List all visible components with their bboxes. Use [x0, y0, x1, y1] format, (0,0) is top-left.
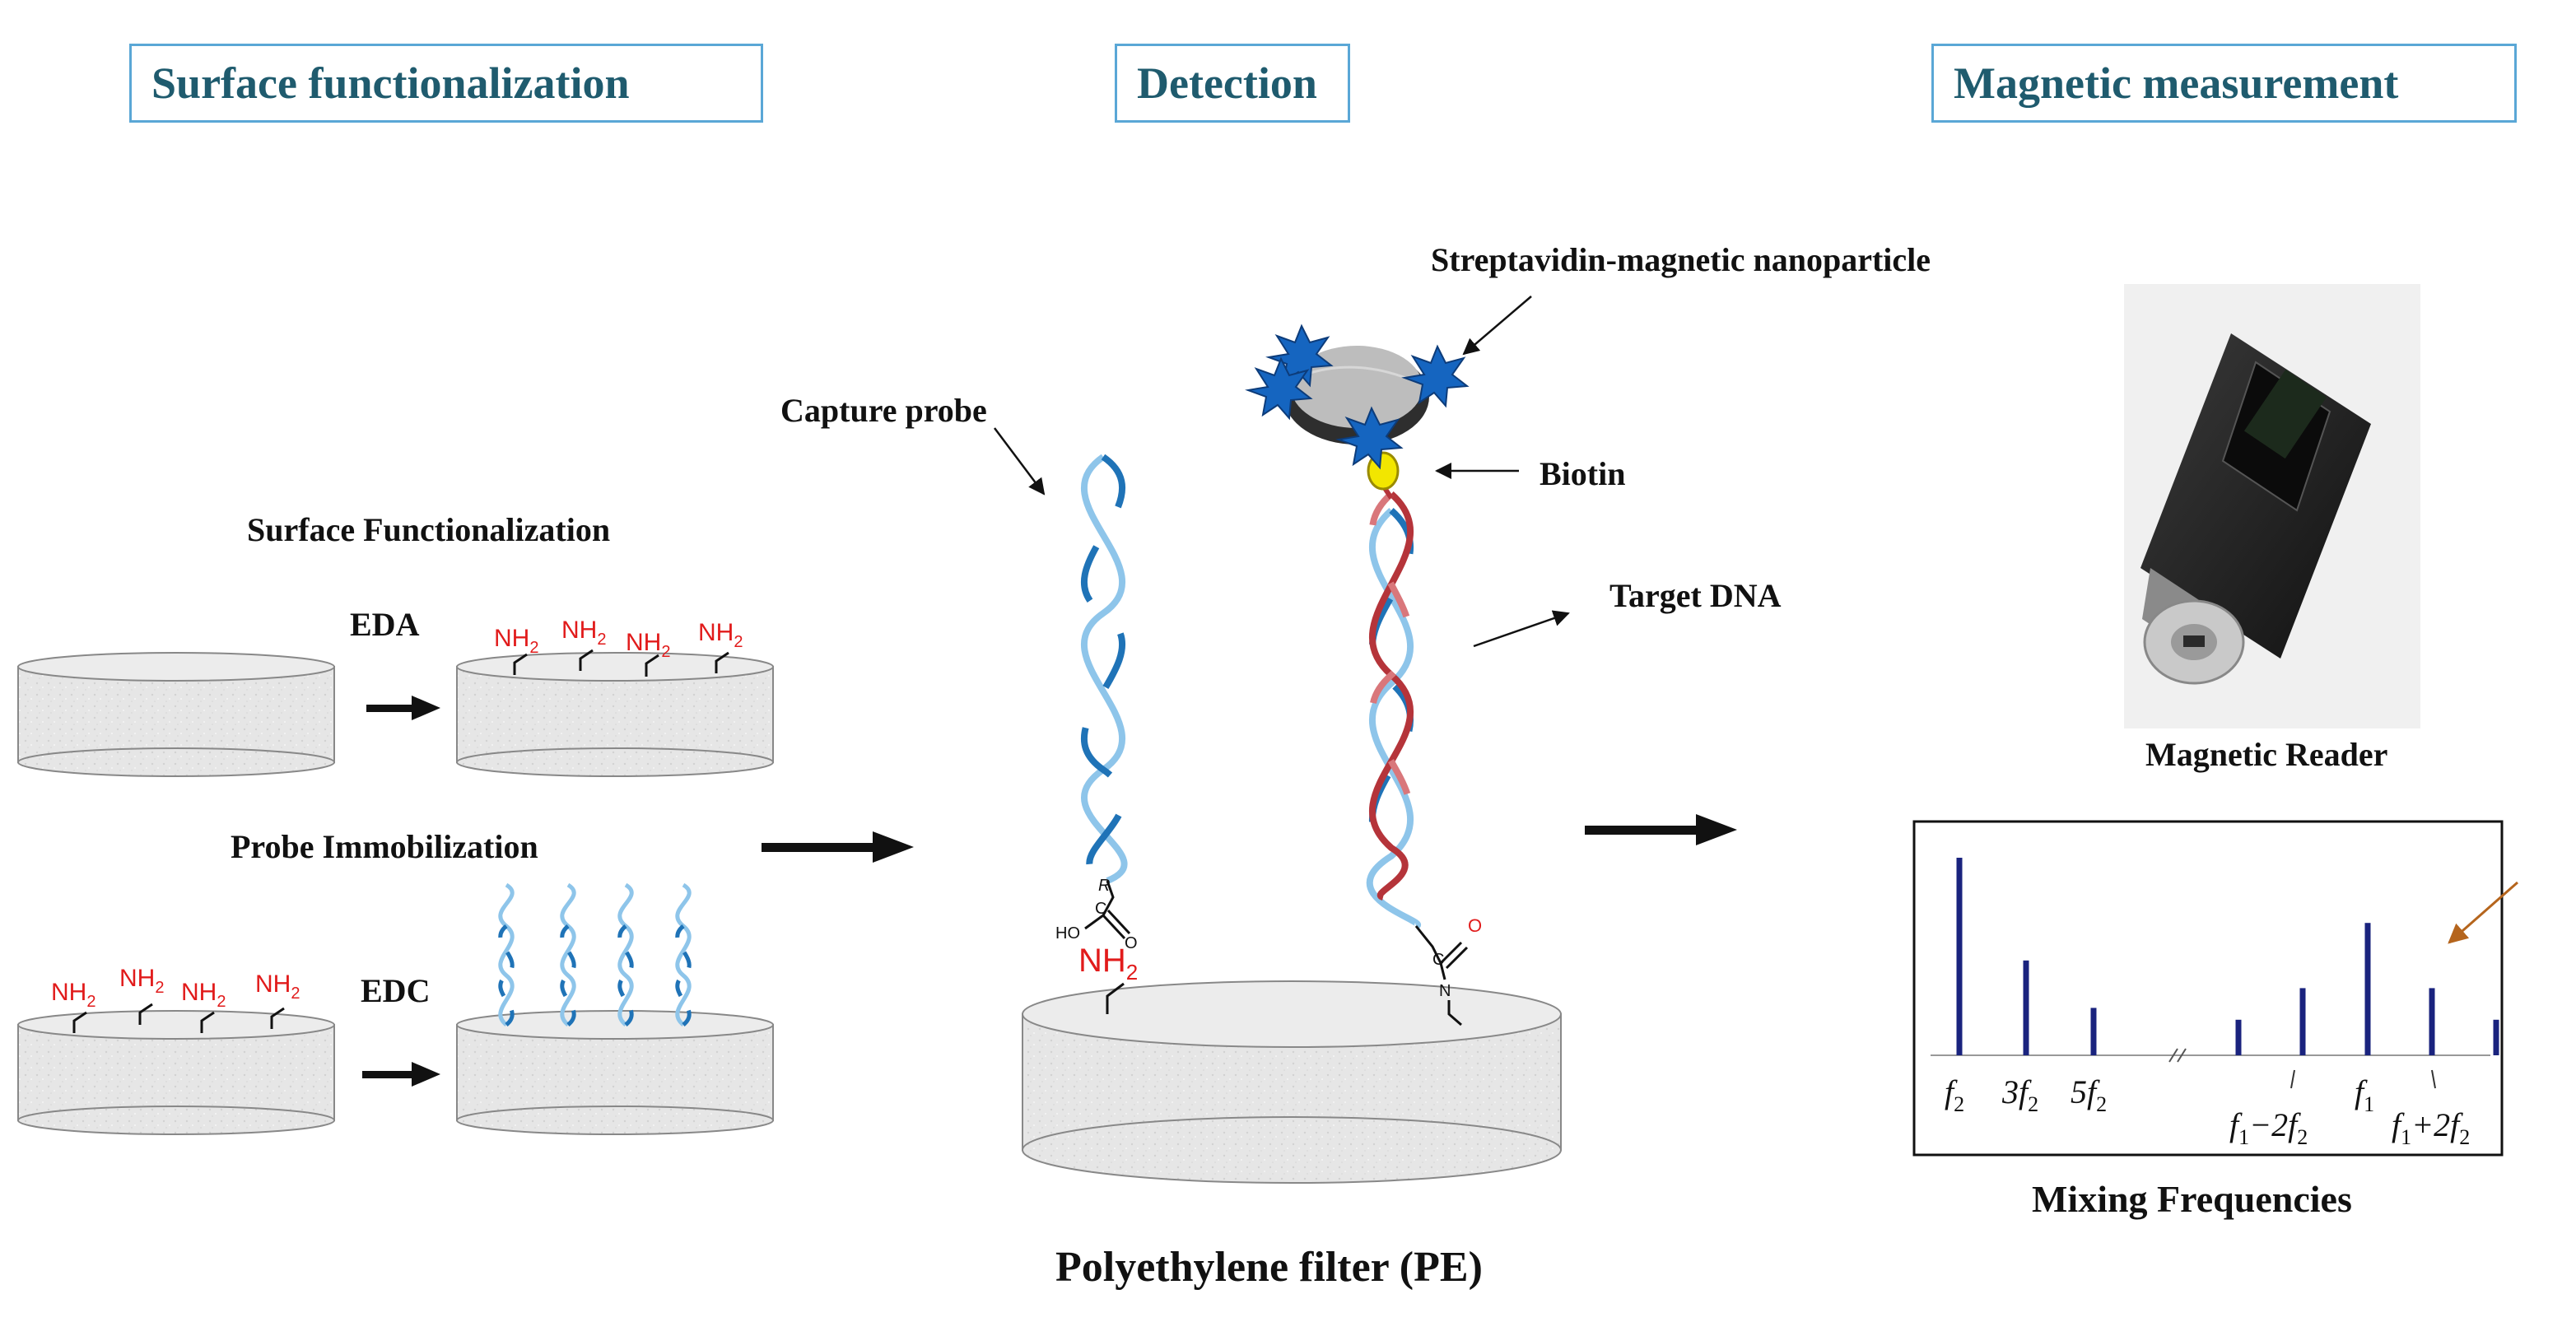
- spectrum-chart: [1912, 820, 2518, 1157]
- capture-probe-strand: [1080, 454, 1128, 884]
- pe-filter-disc: [1022, 980, 1562, 1184]
- spectrum-bar: [1956, 858, 1963, 1055]
- magnetic-reader-image: [2124, 284, 2420, 728]
- header-surface-functionalization: Surface functionalization: [129, 44, 763, 123]
- amine-label: NH2: [119, 965, 164, 997]
- amine-label: NH2: [494, 625, 538, 657]
- target-dna-helix: [1366, 491, 1422, 929]
- chem-ho-label: HO: [1055, 924, 1080, 943]
- target-dna-label: Target DNA: [1609, 577, 1782, 614]
- disc-probe: [456, 1010, 774, 1135]
- surface-functionalization-title: Surface Functionalization: [247, 511, 611, 548]
- streptavidin-label: Streptavidin-magnetic nanoparticle: [1431, 241, 1931, 278]
- disc-plain-1: [17, 652, 335, 777]
- amine-label: NH2: [51, 979, 95, 1011]
- probe-strands: [498, 882, 692, 1026]
- tick-connector-left: [2290, 1069, 2295, 1089]
- probe-immobilization-title: Probe Immobilization: [231, 828, 538, 865]
- spectrum-bar: [2090, 1008, 2097, 1055]
- leader-arrows: [994, 296, 1570, 648]
- chem-c-label-2: C: [1432, 951, 1444, 969]
- streptavidin-units: [1245, 324, 1470, 470]
- biotin-label: Biotin: [1540, 455, 1626, 492]
- header-magnetic-measurement: Magnetic measurement: [1931, 44, 2517, 123]
- spectrum-bar: [2235, 1019, 2242, 1055]
- chem-o-label-2: O: [1468, 915, 1482, 936]
- header-detection: Detection: [1115, 44, 1350, 123]
- chem-c-label: C: [1095, 900, 1106, 918]
- amine-label: NH2: [255, 971, 300, 1003]
- pe-filter-label: Polyethylene filter (PE): [1055, 1244, 1483, 1291]
- eda-label: EDA: [350, 606, 420, 643]
- edc-label: EDC: [361, 972, 431, 1009]
- amine-label: NH2: [181, 979, 226, 1011]
- tick-label-3f2: 3f2: [2001, 1073, 2038, 1116]
- amine-label: NH2: [561, 617, 606, 649]
- capture-amine-label: NH2: [1078, 943, 1138, 985]
- capture-probe-label: Capture probe: [780, 392, 987, 429]
- amine-linkers-1: [513, 649, 729, 677]
- spectrum-bar: [2364, 923, 2371, 1055]
- chem-o-label: O: [1125, 934, 1138, 952]
- capture-probe-linker: [1084, 880, 1131, 1014]
- spectrum-bar: [2429, 988, 2435, 1055]
- disc-amine-1: [456, 652, 774, 777]
- disc-amine-2: [17, 1010, 335, 1135]
- spectrum-bar: [2023, 960, 2029, 1055]
- spectrum-bar: [2493, 1019, 2499, 1055]
- spectrum-bar: [2299, 988, 2306, 1055]
- tick-connector-right: [2431, 1069, 2436, 1089]
- spectrum-highlight-arrow: [2448, 881, 2518, 944]
- tick-label-5f2: 5f2: [2071, 1073, 2107, 1116]
- chem-n-label: N: [1439, 982, 1451, 1000]
- spectrum-frame: [1912, 820, 2504, 1157]
- target-dna-linker: [1414, 925, 1469, 1026]
- amine-label: NH2: [626, 629, 670, 661]
- mixing-frequencies-label: Mixing Frequencies: [2032, 1178, 2352, 1220]
- axis-break: [2168, 1048, 2187, 1063]
- magnetic-reader-label: Magnetic Reader: [2145, 736, 2388, 773]
- process-arrows: [362, 696, 1737, 1087]
- amine-label: NH2: [698, 619, 743, 651]
- chem-r-label: R: [1098, 877, 1110, 895]
- amine-linkers-2: [72, 1003, 285, 1033]
